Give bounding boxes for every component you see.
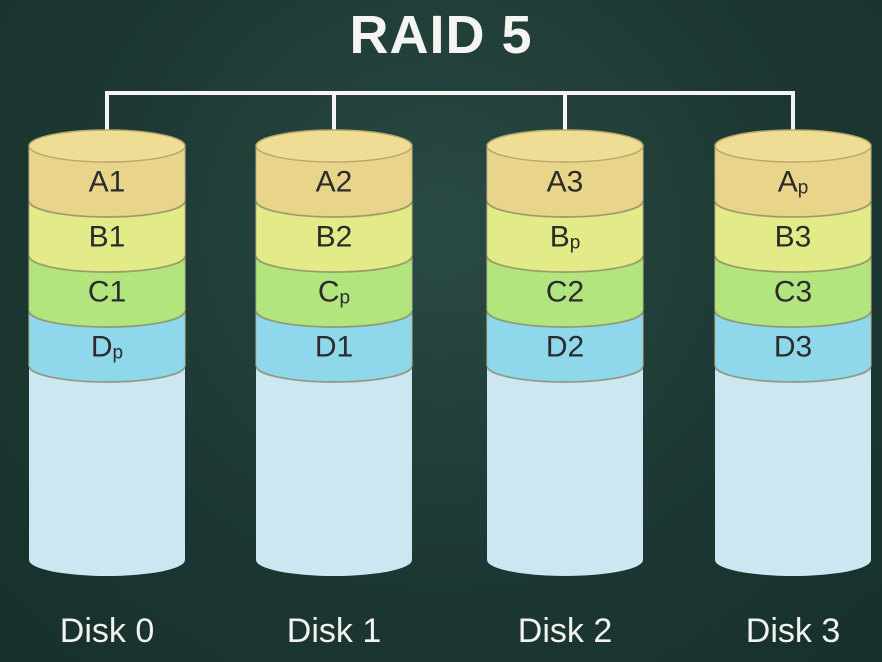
block-label-main: D1: [315, 331, 353, 364]
diagram-title: RAID 5: [349, 5, 533, 65]
block-label: C1: [88, 276, 126, 309]
disk-top-cap: [28, 129, 186, 163]
block-label-main: B3: [775, 221, 812, 254]
block-label: D1: [315, 331, 353, 364]
block-label-main: A3: [547, 166, 584, 199]
block-label: Bp: [550, 221, 581, 254]
disk-block-band: [714, 255, 872, 328]
block-label-main: D: [91, 331, 113, 364]
disk-band-divider: [714, 365, 872, 383]
disk-band-divider: [714, 200, 872, 218]
block-label-sub: p: [570, 233, 581, 254]
disk-top-cap: [255, 129, 413, 163]
block-label: A1: [89, 166, 126, 199]
disk-label: Disk 3: [746, 612, 840, 650]
block-label: D3: [774, 331, 812, 364]
block-label-main: A1: [89, 166, 126, 199]
block-label: Ap: [778, 166, 809, 199]
disk-band-divider: [714, 255, 872, 273]
disk-label: Disk 1: [287, 612, 381, 650]
disk-label: Disk 0: [60, 612, 154, 650]
disk-block-band: [28, 255, 186, 328]
block-label-sub: p: [340, 288, 351, 309]
block-label-main: C2: [546, 276, 584, 309]
disk-block-band: [486, 145, 644, 218]
disk-block-band: [28, 310, 186, 383]
disk-band-divider: [486, 200, 644, 218]
disk-block-band: [255, 200, 413, 273]
block-label-main: D3: [774, 331, 812, 364]
disk-band-divider: [486, 365, 644, 383]
disk-band-divider: [28, 200, 186, 218]
disk-band-divider: [255, 255, 413, 273]
block-label: B2: [316, 221, 353, 254]
disk-band-divider: [28, 255, 186, 273]
block-label: C3: [774, 276, 812, 309]
disk-block-band: [486, 255, 644, 328]
disk-block-band: [714, 145, 872, 218]
disk-label: Disk 2: [518, 612, 612, 650]
disk-block-band: [255, 255, 413, 328]
block-label: A2: [316, 166, 353, 199]
disk-band-divider: [486, 255, 644, 273]
disk-band-divider: [255, 310, 413, 328]
disk-band-divider: [28, 310, 186, 328]
disk-band-divider: [28, 365, 186, 383]
disk-block-band: [255, 310, 413, 383]
block-label: A3: [547, 166, 584, 199]
block-label-main: D2: [546, 331, 584, 364]
disk-band-divider: [255, 200, 413, 218]
disk-block-band: [255, 145, 413, 218]
block-label: B3: [775, 221, 812, 254]
block-label-main: A: [778, 166, 798, 199]
block-label: B1: [89, 221, 126, 254]
disk-top-cap: [486, 129, 644, 163]
block-label-main: B: [550, 221, 570, 254]
block-label-sub: p: [113, 343, 124, 364]
block-label-sub: p: [798, 178, 809, 199]
block-label: Cp: [318, 276, 350, 309]
disk-band-divider: [714, 310, 872, 328]
disk-band-divider: [486, 310, 644, 328]
disk-block-band: [486, 310, 644, 383]
disk-block-band: [486, 200, 644, 273]
disk-band-divider: [255, 365, 413, 383]
disk-block-band: [714, 200, 872, 273]
block-label-main: C: [318, 276, 340, 309]
block-label-main: C3: [774, 276, 812, 309]
disk-block-band: [714, 310, 872, 383]
disk-top-cap: [714, 129, 872, 163]
disk-block-band: [28, 200, 186, 273]
disk-block-band: [28, 145, 186, 218]
block-label: Dp: [91, 331, 123, 364]
block-label-main: B1: [89, 221, 126, 254]
block-label-main: C1: [88, 276, 126, 309]
block-label: D2: [546, 331, 584, 364]
block-label-main: A2: [316, 166, 353, 199]
controller-connector-lines: [105, 91, 795, 148]
block-label: C2: [546, 276, 584, 309]
block-label-main: B2: [316, 221, 353, 254]
